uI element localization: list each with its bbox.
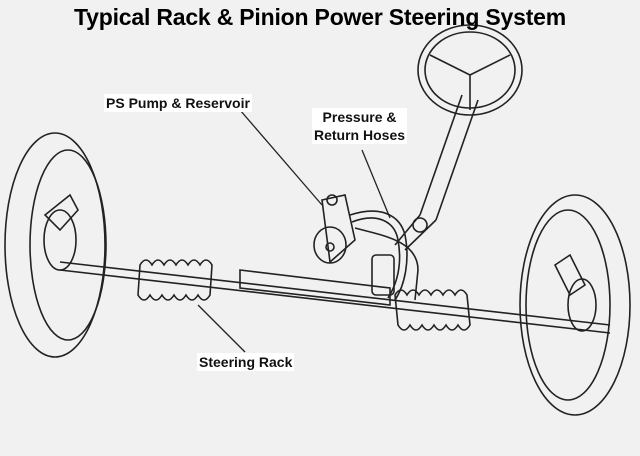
left-wheel xyxy=(4,132,107,358)
leader-lines xyxy=(197,109,391,353)
steering-column xyxy=(394,94,479,251)
label-hoses: Pressure & Return Hoses xyxy=(312,108,408,144)
ps-pump xyxy=(313,194,356,264)
label-ps-pump: PS Pump & Reservoir xyxy=(104,94,252,112)
steering-wheel xyxy=(417,24,523,116)
right-wheel xyxy=(519,194,631,416)
steering-rack xyxy=(59,254,611,334)
diagram-title: Typical Rack & Pinion Power Steering Sys… xyxy=(73,4,567,30)
label-steering-rack: Steering Rack xyxy=(197,353,295,371)
hoses xyxy=(349,210,419,301)
label-hoses-line2: Return Hoses xyxy=(314,127,406,143)
label-hoses-line1: Pressure & xyxy=(322,109,397,125)
